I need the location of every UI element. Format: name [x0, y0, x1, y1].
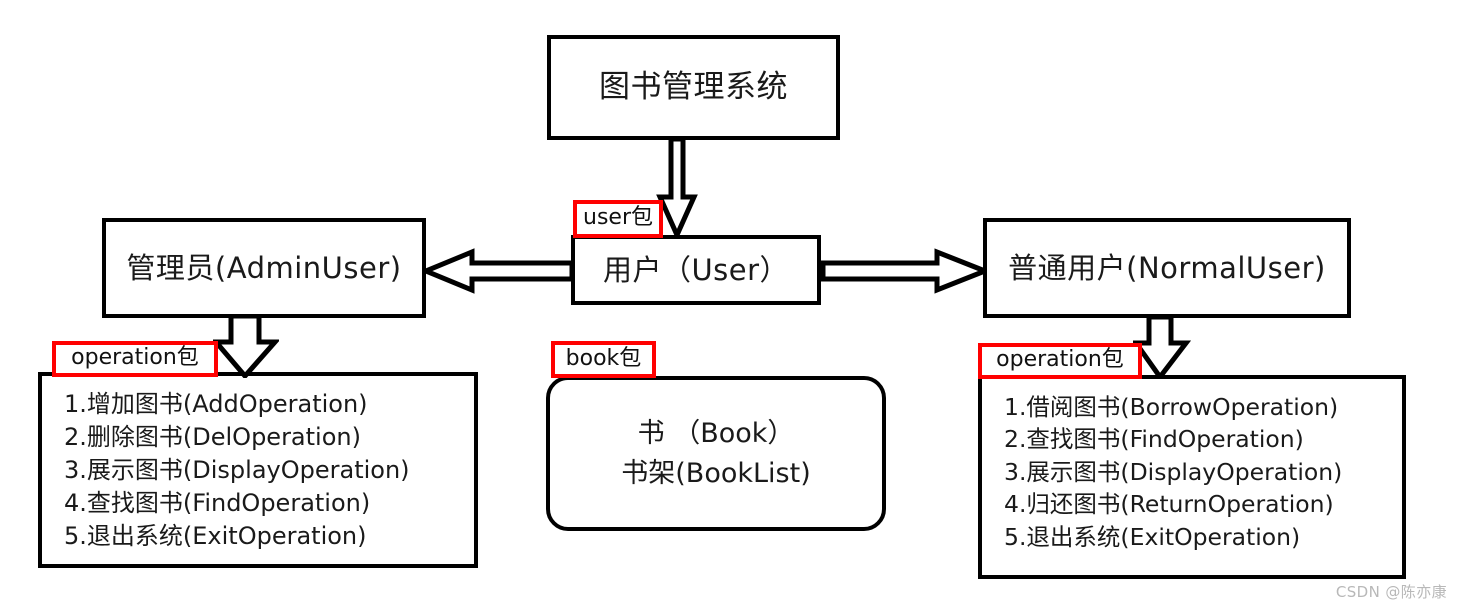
- package-tag-operation-right: operation包: [978, 343, 1142, 379]
- node-book-package: 书 （Book） 书架(BookList): [546, 376, 886, 531]
- node-normal-user-label: 普通用户(NormalUser): [1008, 250, 1326, 285]
- node-system-label: 图书管理系统: [599, 69, 788, 106]
- package-tag-operation-left: operation包: [52, 341, 218, 377]
- node-user: 用户（User）: [571, 235, 821, 305]
- watermark: CSDN @陈亦康: [1335, 583, 1447, 601]
- arrow-system-to-user: [655, 136, 699, 242]
- package-tag-book-label: book包: [565, 345, 642, 371]
- node-system: 图书管理系统: [547, 35, 840, 140]
- list-item: 4.归还图书(ReturnOperation): [1004, 490, 1334, 519]
- list-item: 1.增加图书(AddOperation): [64, 390, 368, 418]
- list-normal-operations: 1.借阅图书(BorrowOperation) 2.查找图书(FindOpera…: [978, 375, 1406, 579]
- list-item: 2.查找图书(FindOperation): [1004, 425, 1304, 454]
- package-tag-user-label: user包: [583, 205, 653, 230]
- arrow-user-to-admin: [419, 248, 575, 298]
- node-user-label: 用户（User）: [602, 252, 790, 287]
- list-item: 3.展示图书(DisplayOperation): [64, 456, 410, 485]
- arrow-user-to-normal: [820, 248, 992, 298]
- list-item: 5.退出系统(ExitOperation): [1004, 522, 1301, 551]
- list-item: 1.借阅图书(BorrowOperation): [1004, 393, 1339, 421]
- node-admin-user-label: 管理员(AdminUser): [126, 250, 402, 285]
- arrow-normal-to-operations: [1131, 314, 1192, 383]
- list-admin-operations: 1.增加图书(AddOperation) 2.删除图书(DelOperation…: [38, 372, 478, 568]
- package-tag-book: book包: [551, 341, 656, 378]
- package-tag-operation-left-label: operation包: [71, 345, 199, 370]
- arrow-admin-to-operations: [210, 313, 281, 382]
- package-tag-user: user包: [573, 200, 663, 238]
- list-item: 2.删除图书(DelOperation): [64, 423, 361, 452]
- list-item: 5.退出系统(ExitOperation): [64, 522, 367, 551]
- package-tag-operation-right-label: operation包: [996, 347, 1124, 372]
- list-item: 3.展示图书(DisplayOperation): [1004, 457, 1343, 486]
- book-item-book: 书 （Book）: [637, 418, 795, 450]
- book-item-booklist: 书架(BookList): [621, 457, 811, 489]
- node-normal-user: 普通用户(NormalUser): [983, 218, 1351, 318]
- node-admin-user: 管理员(AdminUser): [102, 218, 426, 318]
- list-item: 4.查找图书(FindOperation): [64, 489, 371, 518]
